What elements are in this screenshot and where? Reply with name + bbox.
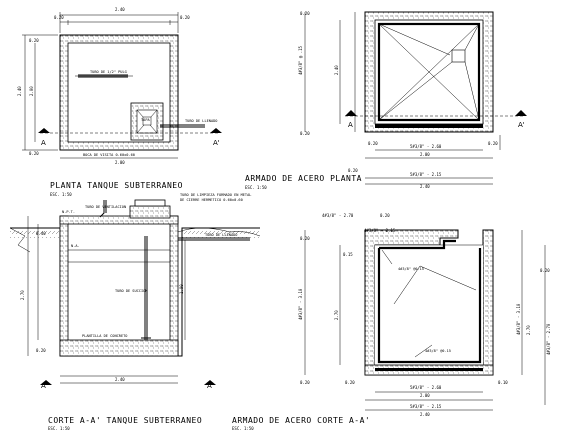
bar-corner: 4#3/8" @0.15 bbox=[398, 267, 424, 271]
rebar-cage-section bbox=[377, 248, 482, 364]
section-dim-left-total: 2.70 bbox=[20, 290, 25, 300]
dim-left-inner: 2.00 bbox=[29, 86, 34, 96]
section-wall-left bbox=[59, 215, 69, 357]
dim-small-3: 0.20 bbox=[300, 380, 310, 385]
scale-plan-tank: ESC. 1:50 bbox=[50, 192, 72, 197]
label-bottom: PLANTILLA DE CONCRETO bbox=[82, 334, 127, 338]
bar-left: 4#3/8" - 3.10 bbox=[298, 288, 303, 320]
section-dim-left-lower: 0.20 bbox=[36, 348, 46, 353]
section-dim-right-mid: 1.90 bbox=[179, 284, 184, 294]
title-plan-rebar: ARMADO DE ACERO PLANTA bbox=[245, 174, 362, 183]
section-wall-right bbox=[169, 215, 179, 357]
label-manhole: TAPA bbox=[141, 118, 150, 122]
bar-top-3: 0.20 bbox=[380, 213, 390, 218]
dim-small-4: 0.20 bbox=[345, 380, 355, 385]
section-dim-bottom: 2.40 bbox=[115, 377, 125, 382]
dim-rebar-right: 2.70 bbox=[526, 325, 531, 335]
section-slab bbox=[59, 339, 179, 357]
label-suction: TUBO DE SUCCION bbox=[115, 289, 147, 293]
dim-top-total: 2.40 bbox=[115, 7, 125, 12]
section-top-slab bbox=[59, 215, 179, 225]
scale-section-tank: ESC. 1:50 bbox=[48, 426, 70, 431]
section-tank-text: TUBO DE VENTILACION TUBO DE LIMPIEZA FOR… bbox=[20, 193, 251, 431]
plan-rebar-dim-left2: 2.40 bbox=[334, 65, 339, 75]
bar-top-1: 4#3/8" - 2.70 bbox=[322, 213, 354, 218]
dim-top-left: 0.20 bbox=[54, 15, 64, 20]
plan-rebar-bar-bottom-1: 5#3/8" - 2.60 bbox=[410, 144, 442, 149]
bar-bottom-1: 5#3/8" - 2.60 bbox=[410, 385, 442, 390]
section-rebar-text: 4#3/8" - 2.70 0.20 4#3/8" - 2.15 4#3/8" … bbox=[232, 213, 551, 431]
plan-rebar-dim-left-top: 0.20 bbox=[300, 11, 310, 16]
label-lid: BOCA DE VISITA 0.60x0.60 bbox=[83, 153, 135, 157]
section-tank-a: A bbox=[41, 382, 46, 390]
scale-plan-rebar: ESC. 1:50 bbox=[245, 185, 267, 190]
scale-section-rebar: ESC. 1:50 bbox=[232, 426, 254, 431]
plan-rebar-bar-bottom-2: 5#3/8" - 2.15 bbox=[410, 172, 442, 177]
plan-rebar-dim-right: 0.20 bbox=[348, 168, 358, 173]
label-vent: TUBO DE VENTILACION bbox=[85, 205, 126, 209]
section-mark-a bbox=[38, 128, 50, 133]
section-dim-left-upper: 0.40 bbox=[36, 231, 46, 236]
dim-rebar-bottom-1: 2.00 bbox=[420, 393, 430, 398]
bar-bottom-2: 5#3/8" - 2.15 bbox=[410, 404, 442, 409]
dim-top-right: 0.20 bbox=[180, 15, 190, 20]
dim-bottom: 2.00 bbox=[115, 160, 125, 165]
bar-bottom-mid: 4#3/8" @0.15 bbox=[425, 349, 451, 353]
section-tank bbox=[9, 199, 261, 384]
dim-small-5: 0.10 bbox=[498, 380, 508, 385]
bar-right-1: 4#3/8" - 3.10 bbox=[516, 303, 521, 335]
dim-left-top: 0.20 bbox=[29, 38, 39, 43]
plan-rebar-dim-bottom-1: 2.00 bbox=[420, 152, 430, 157]
title-plan-tank: PLANTA TANQUE SUBTERRANEO bbox=[50, 181, 183, 190]
plan-rebar-corner-left: 0.20 bbox=[368, 141, 378, 146]
label-tube: TUBO DE 1/2" PULG bbox=[90, 70, 127, 74]
plan-rebar-section-a: A bbox=[348, 121, 353, 129]
dim-small-1: 0.20 bbox=[300, 236, 310, 241]
rebar-mesh-plan bbox=[377, 22, 481, 122]
dim-rebar-left: 2.70 bbox=[334, 310, 339, 320]
section-mark-a-prime bbox=[210, 128, 222, 133]
section-a-letter: A bbox=[41, 139, 46, 147]
plan-rebar-section-a2: A' bbox=[518, 121, 525, 129]
label-inlet: TUBO DE LLENADO bbox=[185, 119, 217, 123]
plan-rebar-dim-bottom-2: 2.40 bbox=[420, 184, 430, 189]
title-section-rebar: ARMADO DE ACERO CORTE A-A' bbox=[232, 416, 370, 425]
dim-rebar-bottom-2: 2.40 bbox=[420, 412, 430, 417]
label-grade: N.P.T. bbox=[62, 210, 75, 214]
dim-small-2: 0.15 bbox=[343, 252, 353, 257]
plan-tank-text: 2.40 0.20 0.20 2.40 2.00 0.20 0.20 2.00 … bbox=[17, 7, 220, 197]
label-overflow: TUBO DE LIMPIEZA FORMADO EN METAL bbox=[180, 193, 251, 197]
label-level: N.A. bbox=[71, 244, 80, 248]
section-a-prime-letter: A' bbox=[213, 139, 220, 147]
section-tank-a-prime: A' bbox=[207, 382, 214, 390]
plan-rebar-dim-left-bottom: 0.20 bbox=[300, 131, 310, 136]
plan-rebar-dim-left: 4#3/8" @ .15 bbox=[298, 46, 303, 75]
plan-rebar-text: 4#3/8" @ .15 2.40 0.20 0.20 5#3/8" - 2.6… bbox=[245, 11, 525, 190]
plan-rebar bbox=[304, 11, 527, 185]
title-section-tank: CORTE A-A' TANQUE SUBTERRANEO bbox=[48, 416, 202, 425]
bar-top-2: 4#3/8" - 2.15 bbox=[364, 228, 396, 233]
dim-left-bottom: 0.20 bbox=[29, 151, 39, 156]
plan-rebar-corner-right: 0.20 bbox=[488, 141, 498, 146]
label-inlet-section: TUBO DE LLENADO bbox=[205, 233, 237, 237]
dim-small-6: 0.20 bbox=[540, 268, 550, 273]
dim-left-total: 2.40 bbox=[17, 86, 22, 96]
label-overflow2: DE CIERRE HERMETICO 0.60x0.60 bbox=[180, 198, 243, 202]
plan-tank bbox=[22, 12, 222, 159]
section-rebar bbox=[304, 229, 546, 411]
bar-right-2: 4#3/8" - 2.70 bbox=[546, 323, 551, 355]
